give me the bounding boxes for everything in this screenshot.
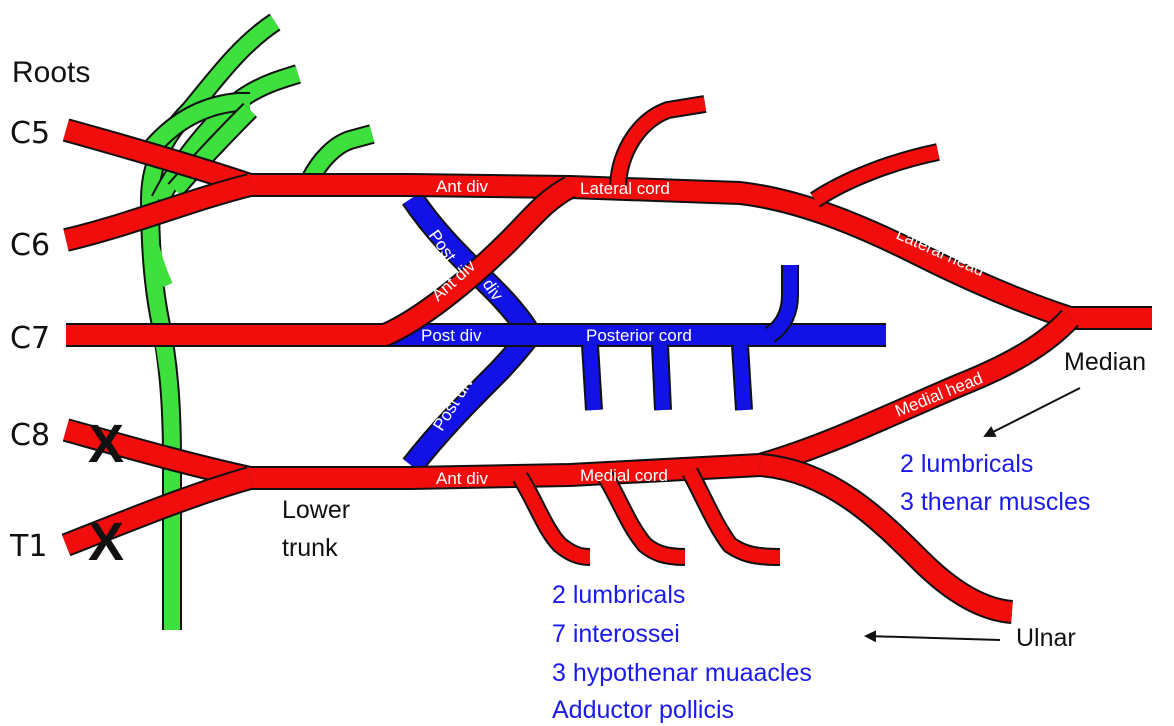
median-muscle-1: 2 lumbricals (900, 450, 1033, 478)
roots-heading: Roots (12, 56, 90, 89)
lesion-markers: X X (88, 414, 124, 572)
label-lateral-cord: Lateral cord (580, 179, 670, 198)
ulnar-muscle-1: 2 lumbricals (552, 581, 685, 609)
ulnar-muscle-4: Adductor pollicis (552, 696, 734, 724)
lesion-marker-t1: X (88, 512, 124, 572)
ulnar-muscle-3: 3 hypothenar muaacles (552, 659, 812, 687)
ulnar-arrow (866, 636, 1000, 640)
ulnar-nerve-label: Ulnar (1016, 624, 1076, 652)
ulnar-muscle-2: 7 interossei (552, 620, 680, 648)
median-muscle-2: 3 thenar muscles (900, 488, 1090, 516)
label-post-div-middle: Post div (421, 326, 482, 345)
root-label-c5: C5 (10, 116, 50, 151)
root-label-c6: C6 (10, 228, 50, 263)
median-arrow (985, 388, 1080, 436)
root-label-t1: T1 (9, 529, 47, 564)
label-medial-cord: Medial cord (580, 466, 668, 485)
label-posterior-cord: Posterior cord (586, 326, 692, 345)
median-nerve-label: Median (1064, 348, 1146, 376)
root-label-c7: C7 (10, 321, 50, 356)
label-ant-div-upper: Ant div (436, 177, 488, 196)
label-medial-head: Medial head (892, 368, 985, 420)
label-ant-div-lower: Ant div (436, 469, 488, 488)
lesion-marker-c8: X (88, 414, 124, 474)
lower-trunk-label-line2: trunk (282, 534, 338, 562)
root-label-c8: C8 (10, 418, 50, 453)
lower-trunk-label-line1: Lower (282, 496, 350, 524)
